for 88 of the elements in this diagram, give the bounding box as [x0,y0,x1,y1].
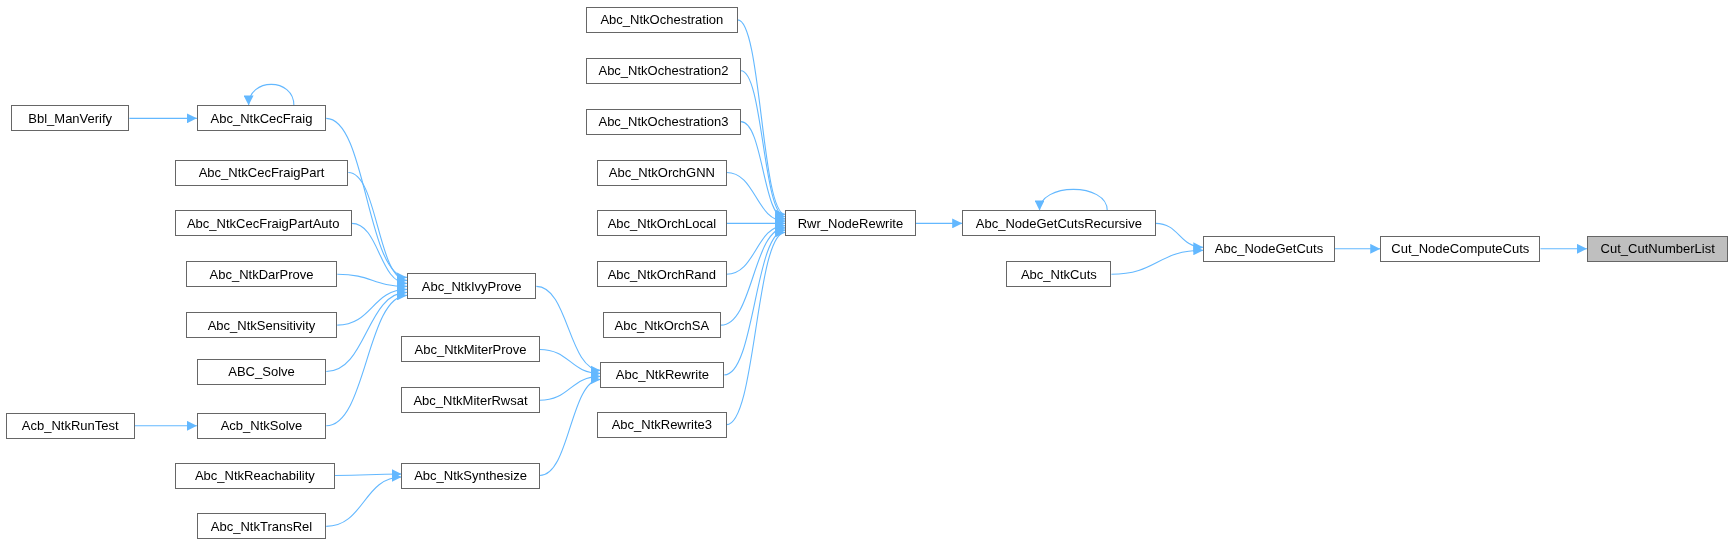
function-name: Acb_NtkRunTest [21,418,119,434]
function-name: Abc_NtkSynthesize [414,468,527,483]
function-name: Abc_NodeGetCuts [1214,241,1324,257]
arrow [325,473,402,527]
function-box [401,387,540,414]
arrow [351,222,408,287]
arrow [1539,243,1588,254]
function-name: Abc_NtkSensitivity [207,317,316,333]
arrow [128,113,198,124]
arrow [1155,222,1204,252]
arrow [325,293,408,427]
arrow [539,348,602,378]
function-box [196,513,327,540]
function-box [962,210,1156,237]
arrow [334,469,402,479]
function-name: Abc_NtkMiterProve [414,341,527,357]
function-name: Abc_NtkCecFraigPart [198,165,325,180]
arrow [726,222,786,275]
function-box [1586,235,1729,262]
arrow [535,285,602,374]
function-box [5,412,135,439]
function-box [185,261,338,288]
function-name: Abc_NtkOrchRand [607,266,717,282]
self-loop-arrow [245,83,295,106]
function-box [1006,261,1112,288]
function-name: Abc_NtkOrchSA [614,317,710,333]
arrow [325,117,408,279]
function-box [586,57,741,84]
function-box [174,462,336,489]
function-box [785,210,916,237]
function-box [600,361,725,388]
function-name: Abc_NtkTransRel [210,518,313,534]
function-box [196,105,327,132]
arrow [347,171,408,283]
function-name: Abc_NtkRewrite3 [611,417,713,433]
function-name: Abc_NtkOchestration [600,12,724,28]
function-box [401,462,540,489]
arrow [915,218,963,229]
arrow [737,19,786,215]
function-name: Abc_NtkCecFraig [210,110,313,126]
self-loop-arrow [1036,188,1108,211]
function-box [586,108,741,135]
function-name: Abc_NtkOrchGNN [608,165,715,180]
arrow [726,231,786,426]
arrow [336,285,408,326]
function-name: ABC_Solve [228,364,295,380]
function-name: Abc_NtkOrchLocal [607,215,717,231]
function-name: Cut_CutNumberList [1600,241,1715,257]
function-name: Cut_NodeComputeCuts [1391,241,1530,257]
function-box [196,358,327,385]
function-name: Abc_NtkCuts [1020,266,1097,282]
function-box [586,6,738,33]
function-name: Abc_NtkReachability [194,468,315,483]
arrow [1334,243,1381,254]
function-box [406,273,537,300]
function-box [597,210,727,237]
function-name: Acb_NtkSolve [220,418,303,434]
arrow [1110,245,1204,275]
function-name: Abc_NtkOchestration3 [598,114,729,130]
function-name: Rwr_NodeRewrite [797,215,904,231]
function-name: Abc_NtkCecFraigPartAuto [186,215,340,231]
function-name: Bbl_ManVerify [28,110,113,126]
arrow [325,289,408,373]
function-box [196,412,327,439]
arrow [539,372,602,401]
function-box [174,159,349,186]
arrow [539,377,602,477]
function-box [11,105,130,132]
function-name: Abc_NtkMiterRwsat [413,392,528,408]
arrow [726,171,786,225]
function-box [597,261,727,288]
function-box [1203,235,1335,262]
arrow [740,121,786,221]
function-box [597,411,727,438]
function-box [185,312,338,339]
arrow [740,70,786,218]
function-box [1380,235,1541,262]
function-box [174,210,352,237]
function-box [401,336,540,363]
function-name: Abc_NtkDarProve [209,266,314,282]
arrow [134,420,198,431]
function-name: Abc_NodeGetCutsRecursive [975,215,1142,231]
arrow [720,225,786,326]
function-box [597,159,727,186]
function-box [602,312,721,339]
function-name: Abc_NtkOchestration2 [598,63,729,79]
function-name: Abc_NtkRewrite [615,367,709,383]
function-name: Abc_NtkIvyProve [421,278,522,294]
